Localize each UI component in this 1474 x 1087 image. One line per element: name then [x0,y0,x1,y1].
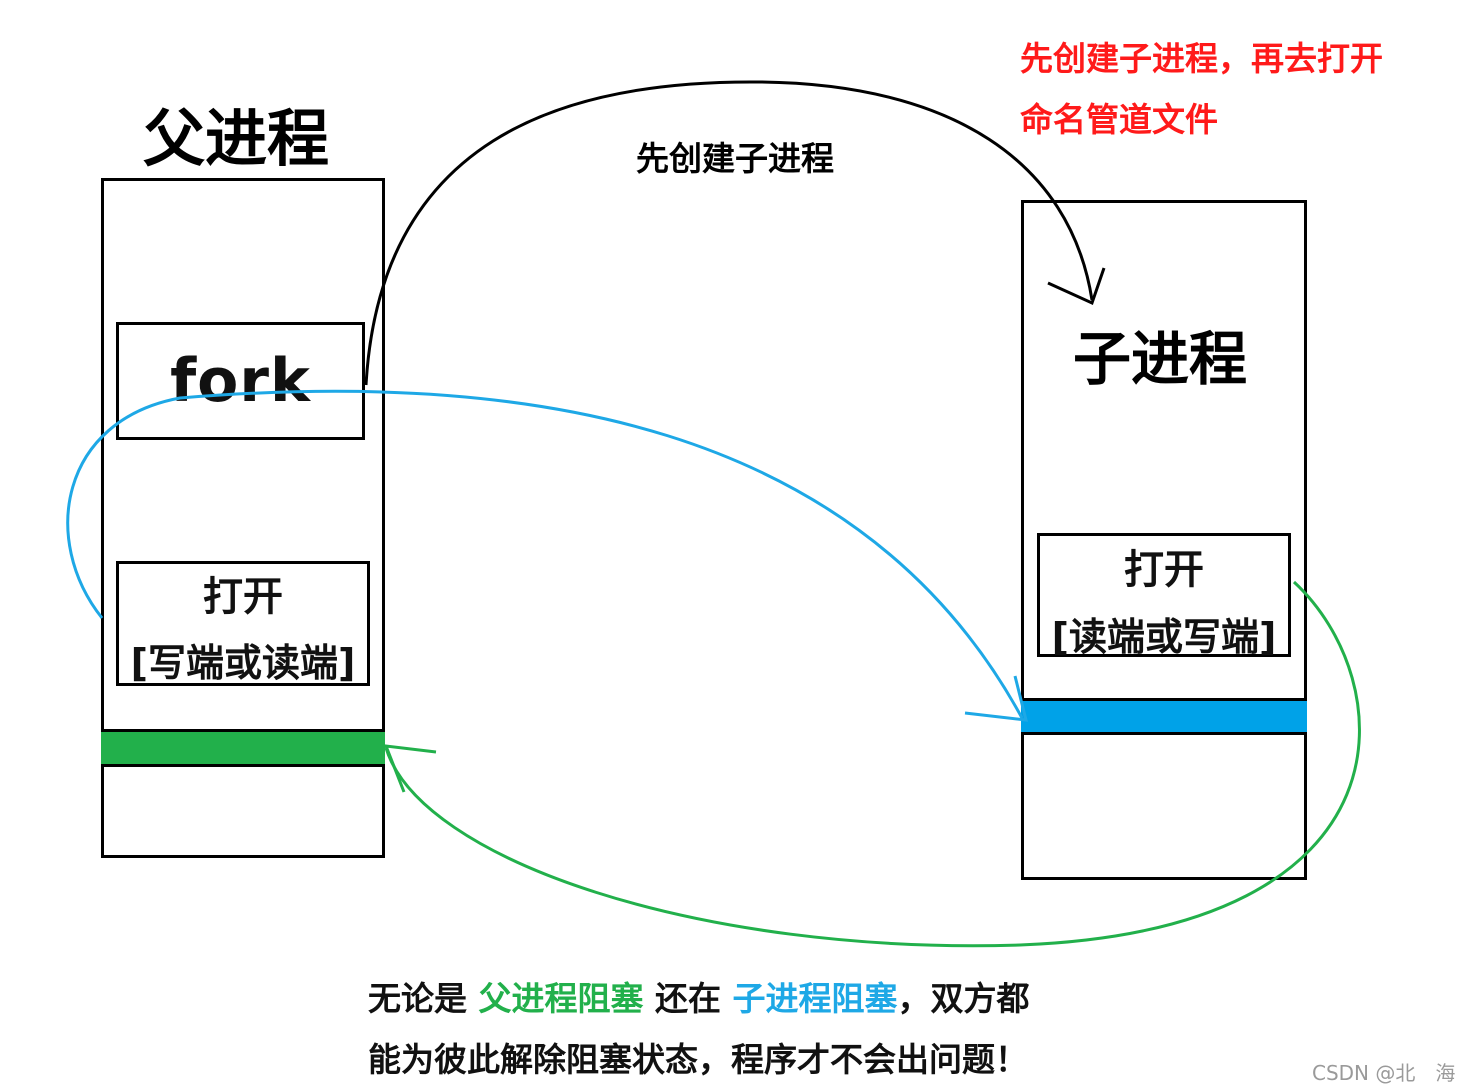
child-open-mode: [读端或写端] [1051,615,1277,659]
fork-box [116,322,365,440]
fork-arrow-label: 先创建子进程 [636,139,834,178]
parent-pipe-bar [101,729,385,767]
blue-arrow [66,389,1024,719]
child-process-box [1021,200,1307,880]
child-open-label: 打开 [1124,547,1204,593]
fork-label: fork [170,346,311,416]
bottom-note-part5: ，双方都 [897,979,1030,1018]
bottom-note-line1: 无论是 父进程阻塞 还在 子进程阻塞，双方都 [368,972,1029,1020]
parent-process-title: 父进程 [143,102,330,175]
parent-open-label: 打开 [203,574,283,620]
child-open-box [1037,533,1291,657]
watermark: CSDN @北 海 [1312,1061,1456,1085]
parent-open-mode: [写端或读端] [130,641,356,685]
bottom-note-parent-blocked: 父进程阻塞 [478,979,644,1018]
bottom-note-part1: 无论是 [368,979,479,1018]
bottom-note-child-blocked: 子进程阻塞 [732,979,898,1018]
green-arrow [384,580,1361,948]
fork-arrow [364,80,1094,386]
child-process-title: 子进程 [1073,325,1248,393]
red-note-line1: 先创建子进程，再去打开 [1020,39,1383,78]
blue-arrowhead [964,675,1028,722]
parent-open-box [116,561,370,686]
bottom-note-part3: 还在 [643,979,733,1018]
red-note-line2: 命名管道文件 [1020,100,1218,139]
child-pipe-bar [1021,698,1307,735]
bottom-note-line2: 能为彼此解除阻塞状态，程序才不会出问题！ [368,1040,1028,1079]
green-arrowhead [383,744,437,793]
fork-arrowhead [1047,267,1106,306]
